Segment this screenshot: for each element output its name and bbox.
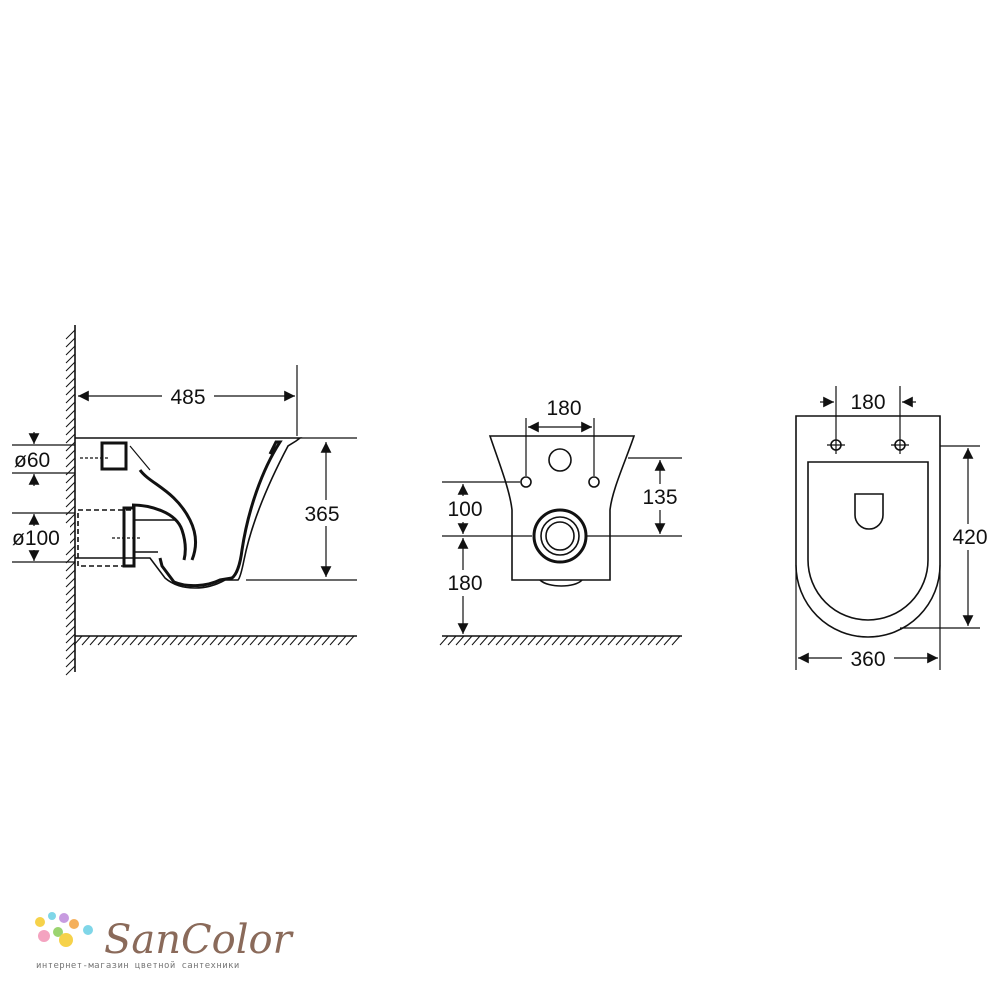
logo-dots-icon	[35, 912, 93, 947]
bowl-outer-profile	[75, 437, 303, 589]
wall-hatching	[65, 329, 76, 676]
logo-dot	[48, 912, 56, 920]
outlet-pipe	[134, 519, 175, 553]
top-bolt-right	[891, 436, 909, 454]
top-bolt-left	[827, 436, 845, 454]
floor-hatching	[73, 635, 355, 646]
trapway-inner	[131, 503, 187, 561]
front-body-outline	[488, 435, 636, 581]
inlet-fitting	[100, 441, 128, 471]
height-dimension-label: 365	[304, 503, 339, 526]
top-bowl-outlet	[854, 493, 884, 530]
top-body-outline	[795, 415, 941, 638]
outlet-height-label: 180	[447, 572, 482, 595]
inlet-offset-label: 135	[642, 486, 677, 509]
outlet-flange	[122, 506, 136, 568]
trapway	[138, 469, 197, 561]
logo-dot	[38, 930, 50, 942]
front-view: 180 100 180 135	[439, 397, 682, 646]
top-width-dimension-label: 360	[850, 648, 885, 671]
outlet-ring-middle	[540, 516, 580, 556]
side-view: 485 365 ø60 ø100	[12, 325, 357, 676]
outlet-ring-inner	[545, 521, 575, 551]
length-dimension-label: 420	[952, 526, 987, 549]
inlet-rim-line	[129, 445, 151, 471]
brand-logo: SanColor интернет-магазин цветной сантех…	[35, 912, 295, 971]
logo-dot	[69, 919, 79, 929]
logo-dot	[59, 913, 69, 923]
logo-dot	[83, 925, 93, 935]
bolt-spacing-label: 180	[546, 397, 581, 420]
floor-hatching-front	[439, 635, 681, 646]
bowl-inner-profile	[158, 440, 283, 588]
top-bowl-inner	[807, 461, 929, 621]
top-bolt-spacing-label: 180	[850, 391, 885, 414]
inlet-diameter-label: ø60	[14, 449, 50, 472]
front-foot	[539, 579, 583, 587]
bolt-to-outlet-label: 100	[447, 498, 482, 521]
logo-tagline: интернет-магазин цветной сантехники	[36, 961, 240, 971]
logo-dot	[59, 933, 73, 947]
top-view: 180 420 360	[795, 386, 996, 671]
logo-dot	[53, 927, 63, 937]
bolt-hole-left	[520, 476, 532, 488]
inlet-hole	[548, 448, 572, 472]
logo-name: SanColor	[104, 917, 295, 963]
bolt-hole-right	[588, 476, 600, 488]
outlet-diameter-label: ø100	[12, 527, 60, 550]
logo-dot	[35, 917, 45, 927]
width-dimension-label: 485	[170, 386, 205, 409]
